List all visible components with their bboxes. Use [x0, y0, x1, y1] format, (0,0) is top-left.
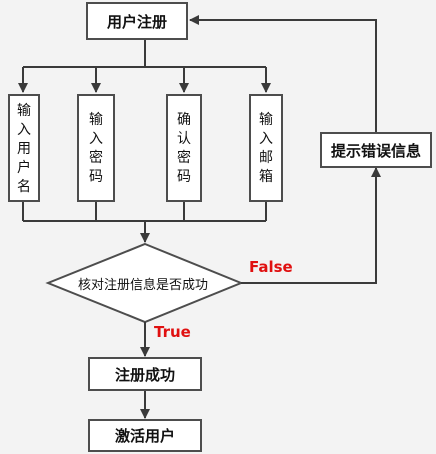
- error-prompt-node: 提示错误信息: [320, 132, 432, 168]
- input-username-char: 户: [17, 159, 31, 176]
- input-password-node: 输 入 密 码: [77, 94, 115, 202]
- input-username-char: 输: [17, 102, 31, 119]
- confirm-password-char: 密: [177, 150, 191, 166]
- register-user-node: 用户注册: [86, 2, 188, 40]
- activate-user-label: 激活用户: [114, 427, 175, 445]
- input-email-char: 输: [259, 112, 273, 128]
- confirm-password-char: 码: [177, 169, 191, 185]
- activate-user-node: 激活用户: [88, 419, 202, 452]
- false-edge-label: False: [249, 258, 293, 276]
- register-user-label: 用户注册: [106, 12, 167, 31]
- input-email-char: 入: [259, 131, 273, 147]
- input-username-node: 输 入 用 户 名: [8, 94, 40, 202]
- register-success-label: 注册成功: [114, 365, 175, 384]
- input-username-char: 入: [17, 121, 31, 138]
- input-email-node: 输 入 邮 箱: [249, 94, 283, 202]
- edge-false-to-error: [241, 167, 381, 284]
- register-success-node: 注册成功: [88, 357, 202, 391]
- input-password-char: 入: [89, 131, 103, 147]
- confirm-password-char: 认: [177, 131, 191, 147]
- input-email-char: 箱: [259, 169, 273, 185]
- input-email-char: 邮: [259, 150, 273, 166]
- input-password-char: 密: [89, 150, 103, 166]
- edge-error-to-register: [189, 15, 377, 132]
- input-password-char: 输: [89, 112, 103, 128]
- input-username-char: 名: [17, 178, 31, 195]
- input-username-char: 用: [17, 140, 31, 157]
- error-prompt-label: 提示错误信息: [330, 141, 421, 160]
- input-password-char: 码: [89, 169, 103, 185]
- confirm-password-char: 确: [177, 112, 191, 128]
- confirm-password-node: 确 认 密 码: [166, 94, 202, 202]
- true-edge-label: True: [154, 323, 191, 341]
- decision-label: 核对注册信息是否成功: [77, 277, 208, 293]
